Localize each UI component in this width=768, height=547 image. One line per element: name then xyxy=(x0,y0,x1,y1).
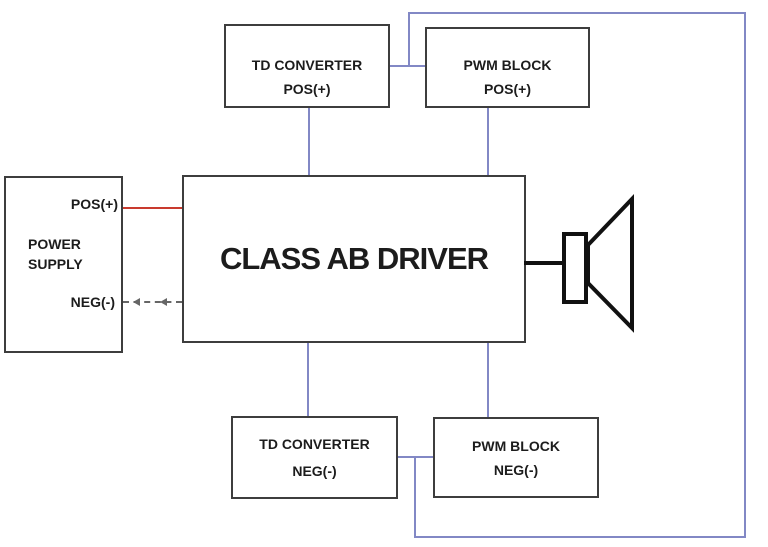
wire-feedback-drop-top xyxy=(408,12,410,67)
wire-supply-neg-to-driver xyxy=(123,301,182,303)
wire-feedback-drop-bottom xyxy=(414,457,416,538)
block-label-line2: NEG(-) xyxy=(493,461,539,478)
power-supply-name-line2: SUPPLY xyxy=(28,256,83,272)
power-supply-pos-terminal-label: POS(+) xyxy=(70,196,118,212)
dash-arrowhead-left xyxy=(133,298,140,306)
block-class-ab-driver: CLASS AB DRIVER xyxy=(182,175,526,343)
power-supply-name-line1: POWER xyxy=(28,236,81,252)
wire-feedback-top xyxy=(408,12,746,14)
block-power-supply: POS(+) POWER SUPPLY NEG(-) xyxy=(4,176,123,353)
block-label-line1: TD CONVERTER xyxy=(259,435,370,452)
block-label-line2: NEG(-) xyxy=(292,462,337,479)
wire-driver-to-pwm-neg xyxy=(487,343,489,417)
speaker-horn xyxy=(586,194,634,333)
block-pwm-block-neg: PWM BLOCK NEG(-) xyxy=(433,417,599,498)
wire-td-neg-to-pwm-neg xyxy=(398,456,433,458)
wire-feedback-right xyxy=(744,12,746,538)
wire-pwm-pos-to-driver xyxy=(487,108,489,175)
wire-td-pos-to-driver xyxy=(308,108,310,175)
block-label-line2: POS(+) xyxy=(283,81,331,97)
wire-td-pos-to-pwm-pos xyxy=(390,65,425,67)
block-pwm-block-pos: PWM BLOCK POS(+) xyxy=(425,27,590,108)
power-supply-neg-terminal-label: NEG(-) xyxy=(70,294,115,310)
block-td-converter-neg: TD CONVERTER NEG(-) xyxy=(231,416,398,499)
dash-arrowhead-right xyxy=(160,298,167,306)
block-label-line2: POS(+) xyxy=(483,81,532,97)
block-label-line1: PWM BLOCK xyxy=(472,437,560,454)
wire-feedback-bottom xyxy=(414,536,746,538)
wire-supply-pos-to-driver xyxy=(123,207,182,209)
driver-label: CLASS AB DRIVER xyxy=(219,241,489,276)
wire-driver-to-td-neg xyxy=(307,343,309,416)
block-label-line1: PWM BLOCK xyxy=(463,57,552,73)
block-td-converter-pos: TD CONVERTER POS(+) xyxy=(224,24,390,108)
speaker-driver-rect xyxy=(562,232,588,304)
block-label-line1: TD CONVERTER xyxy=(251,57,363,73)
wire-driver-to-speaker xyxy=(524,261,564,265)
